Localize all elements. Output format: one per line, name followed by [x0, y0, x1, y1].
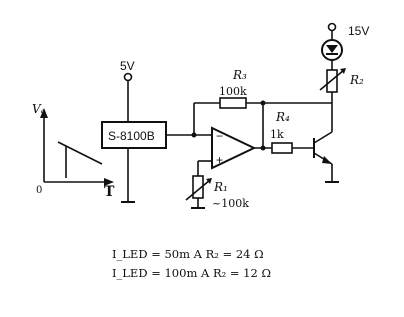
feedback-network: R₃ 100k [191, 68, 266, 151]
r1-label: R₁ [213, 180, 228, 194]
r1-adjust-arrowhead [206, 178, 212, 184]
graph-voltage-line [57, 141, 103, 165]
r4-value: 1k [270, 128, 284, 141]
note-line-2: I_LED = 100m A R₂ = 12 Ω [112, 266, 271, 280]
led-supply-label: 15V [348, 24, 369, 38]
ic-supply-terminal [123, 72, 133, 82]
sensor-ic: 5V S-8100B [101, 59, 210, 203]
ic-label: S-8100B [108, 129, 155, 143]
r3-label: R₃ [232, 68, 247, 82]
graph-y-label: Vₐ [32, 102, 45, 116]
junction-minus [191, 132, 197, 138]
graph-x-arrow [104, 178, 114, 186]
r4-label: R₄ [275, 110, 290, 124]
resistor-r4 [271, 142, 293, 154]
r1-branch: R₁ ~100k [185, 161, 249, 210]
op-amp-body [211, 126, 257, 170]
op-amp-minus: − [216, 129, 223, 143]
led-supply-terminal [327, 22, 337, 32]
transistor-collector-lead [313, 131, 333, 144]
note-line-1: I_LED = 50m A R₂ = 24 Ω [112, 247, 264, 261]
graph-y-arrow [40, 108, 48, 118]
op-amp: − + [198, 126, 257, 170]
notes: I_LED = 50m A R₂ = 24 Ω I_LED = 100m A R… [112, 247, 271, 280]
npn-transistor [313, 103, 339, 183]
r3-value: 100k [219, 85, 247, 98]
r1-adjust-arrow-line [185, 179, 211, 201]
graph-x-label: T [104, 184, 115, 200]
op-amp-plus: + [216, 153, 223, 167]
drive-stage: R₄ 1k [254, 110, 314, 154]
ic-supply-label: 5V [120, 59, 135, 73]
led-branch: 15V R₂ [319, 22, 369, 103]
temperature-graph: Vₐ 0 T [32, 102, 115, 200]
r1-value: ~100k [212, 197, 249, 210]
led-diode-triangle [326, 45, 338, 53]
r2-label: R₂ [349, 73, 364, 87]
graph-origin-label: 0 [36, 185, 42, 196]
transistor-emitter-arrow [322, 156, 332, 164]
resistor-r3 [219, 97, 247, 109]
ic-body [101, 121, 167, 149]
r2-adjust-arrowhead [340, 68, 346, 74]
r2-adjust-arrow-line [319, 69, 345, 91]
